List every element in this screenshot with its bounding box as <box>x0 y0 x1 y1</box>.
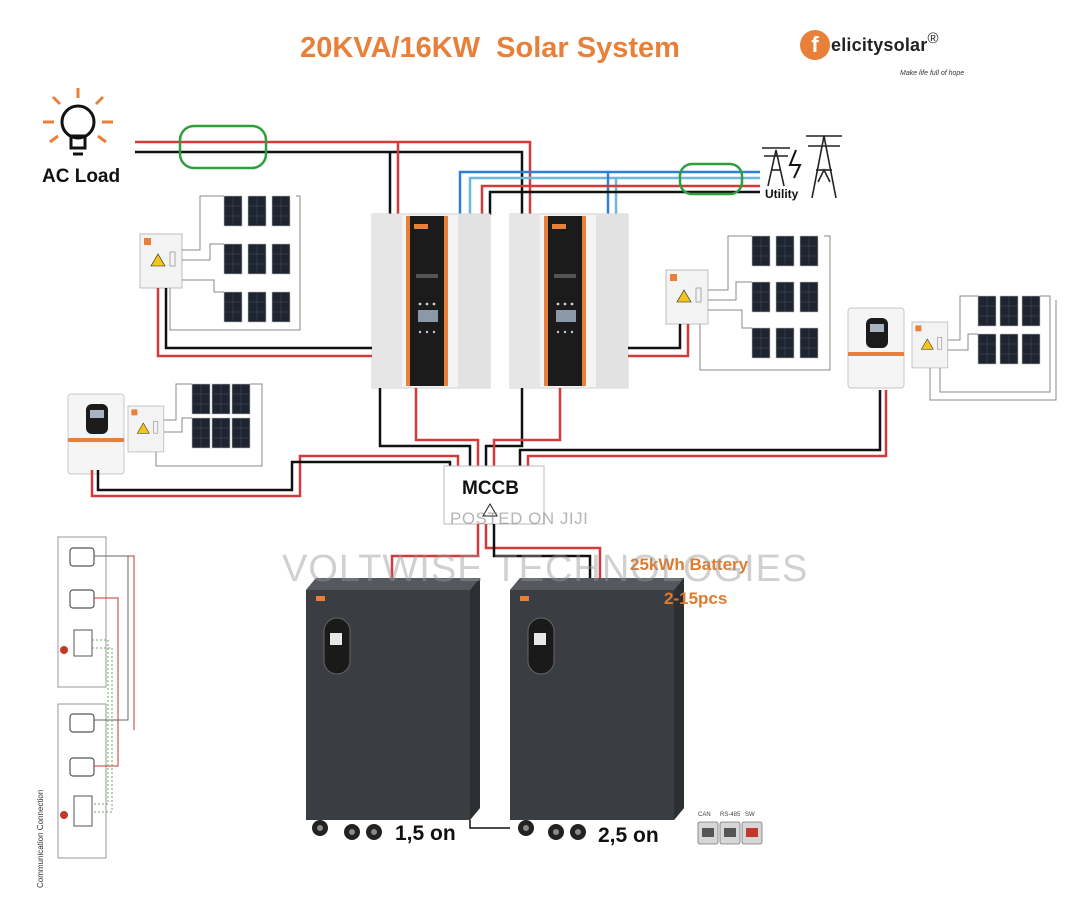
brand-mark: ® <box>927 30 939 47</box>
solar-panel-icon <box>223 195 291 323</box>
comm-ports <box>697 821 763 845</box>
utility-wires <box>458 170 760 215</box>
page-title: 20KVA/16KW Solar System <box>300 32 680 64</box>
ac-load-label: AC Load <box>42 166 121 187</box>
warning-icon <box>127 405 165 453</box>
brand-initial: f <box>800 30 830 61</box>
watermark-company: VOLTWISE TECHNOLOGIES <box>282 548 809 590</box>
battery-icon <box>305 577 481 821</box>
brand-name: elicitysolar <box>831 34 928 55</box>
battery-1-label: 1,5 on <box>395 822 456 845</box>
solar-panel-icon <box>751 235 819 359</box>
port-label-sw: SW <box>745 812 755 818</box>
comm-connection-panel <box>57 536 135 859</box>
solar-panel-icon <box>977 295 1041 365</box>
warning-icon <box>911 321 949 369</box>
comm-panel-label: Communication Connection <box>36 789 45 888</box>
warning-icon <box>665 269 709 325</box>
battery-count-label: 2-15pcs <box>664 589 728 608</box>
ac-bus-bar <box>178 124 268 170</box>
inverter-icon <box>509 213 629 389</box>
port-label-rs485: RS-485 <box>720 812 741 818</box>
inverter-icon <box>67 393 125 475</box>
inverter-icon <box>847 307 905 389</box>
utility-label: Utility <box>765 187 799 201</box>
solar-panel-icon <box>191 383 251 449</box>
utility-bus-bar <box>678 162 744 196</box>
battery-icon <box>509 577 685 821</box>
bulb-icon <box>43 88 113 156</box>
inverter-icon <box>371 213 491 389</box>
warning-icon <box>139 233 183 289</box>
battery-capacity-label: 25kWh Battery <box>630 555 749 574</box>
battery-wires <box>90 388 888 498</box>
port-label-can: CAN <box>698 812 711 818</box>
pylon-icon <box>762 135 842 199</box>
mccb-label: MCCB <box>462 478 519 499</box>
brand-tagline: Make life full of hope <box>900 70 965 77</box>
battery-2-label: 2,5 on <box>598 824 659 847</box>
watermark-posted: POSTED ON JIJI <box>450 509 589 528</box>
